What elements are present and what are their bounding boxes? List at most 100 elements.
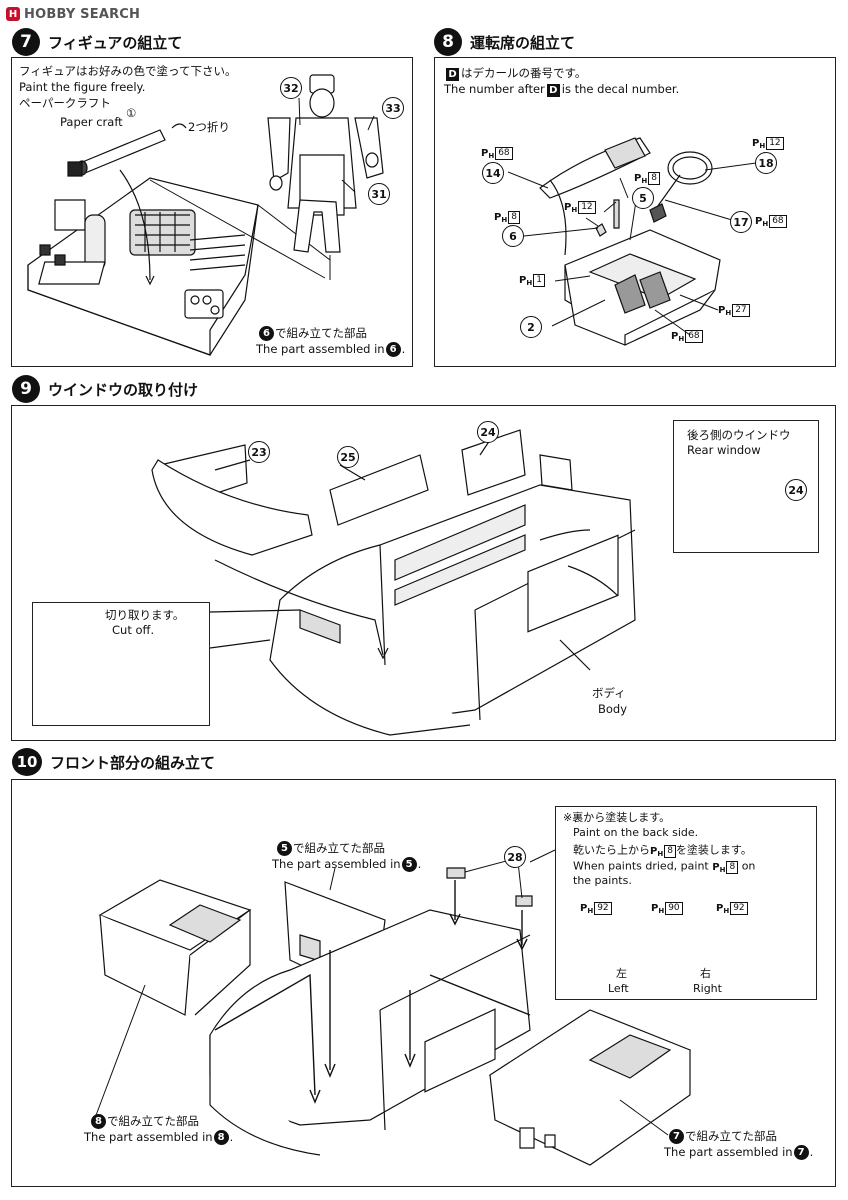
paint-note-4-post: on [741, 859, 756, 873]
rear-window-label-en: Rear window [687, 443, 761, 457]
papercraft-label-jp: ペーパークラフト [19, 96, 111, 110]
step10-title: フロント部分の組み立て [50, 753, 216, 772]
cutoff-inset [32, 602, 210, 726]
left-label-jp: 左 [616, 967, 627, 980]
step10-asm5-en: The part assembled in [272, 857, 401, 871]
part-14-callout: 14 [482, 162, 504, 184]
rear-window-part-callout: 24 [785, 479, 807, 501]
papercraft-num: ① [126, 106, 137, 120]
step9-number: 9 [12, 375, 40, 403]
paint-note-4-pre: When paints dried, paint [573, 859, 709, 873]
step7-note-jp: フィギュアはお好みの色で塗って下さい。 [19, 64, 237, 78]
step10-header: 10 フロント部分の組み立て [12, 748, 215, 776]
step10-number: 10 [12, 748, 42, 776]
body-label-en: Body [598, 702, 628, 716]
right-label-jp: 右 [700, 967, 711, 980]
part-32-callout: 32 [280, 77, 302, 99]
hobbysearch-logo: H HOBBY SEARCH [6, 5, 140, 23]
paint-note-3-pre: 乾いたら上から [573, 843, 650, 857]
decal-note-en-pre: The number after [444, 82, 545, 96]
logo-text: HOBBY SEARCH [24, 6, 141, 22]
right-label-en: Right [693, 982, 722, 995]
step10-asm7-jp: で組み立てた部品 [685, 1129, 777, 1143]
part-18-callout: 18 [755, 152, 777, 174]
assembled-step8-icon: 8 [91, 1114, 106, 1129]
assembled-step7-icon: 7 [669, 1129, 684, 1144]
step9-title: ウインドウの取り付け [48, 380, 199, 399]
decal-note-en-post: is the decal number. [561, 82, 680, 96]
paint-note-box [555, 806, 817, 1000]
assembled-step7-icon-en: 7 [793, 1145, 809, 1160]
step8-header: 8 運転席の組立て [434, 28, 575, 56]
part-31-callout: 31 [368, 183, 390, 205]
step7-title: フィギュアの組立て [48, 33, 183, 52]
part-5-callout: 5 [632, 187, 654, 209]
fold-label: 2つ折り [188, 120, 230, 134]
decal-key-icon-en: D [546, 84, 560, 97]
assembled-step6-icon-en: 6 [385, 342, 401, 357]
decal-note-jp: はデカールの番号です。 [461, 66, 587, 80]
cutoff-label-en: Cut off. [112, 623, 155, 637]
cutoff-label-jp: 切り取ります。 [105, 608, 185, 622]
part-6-callout: 6 [502, 225, 524, 247]
part-17-callout: 17 [730, 211, 752, 233]
papercraft-label-en: Paper craft [60, 115, 123, 129]
part-25-callout: 25 [337, 446, 359, 468]
left-label-en: Left [608, 982, 629, 995]
decal-key-icon: D [446, 68, 459, 81]
step7-assembled-jp: で組み立てた部品 [275, 326, 367, 340]
step9-header: 9 ウインドウの取り付け [12, 375, 198, 403]
assembled-step5-icon: 5 [277, 841, 292, 856]
step10-asm8-en: The part assembled in [84, 1130, 213, 1144]
step7-assembled-en: The part assembled in [256, 342, 385, 356]
step8-number: 8 [434, 28, 462, 56]
assembled-step6-icon: 6 [259, 326, 274, 341]
paint-note-5: the paints. [573, 874, 632, 887]
step10-asm8-jp: で組み立てた部品 [107, 1114, 199, 1128]
paint-note-1: ※裏から塗装します。 [563, 811, 671, 824]
rear-window-label-jp: 後ろ側のウインドウ [687, 428, 791, 442]
assembled-step8-icon-en: 8 [213, 1130, 229, 1145]
paint-note-3-post: を塗装します。 [675, 843, 752, 857]
step7-note-en: Paint the figure freely. [19, 80, 146, 94]
body-label-jp: ボディ [592, 686, 626, 700]
logo-mark: H [6, 7, 20, 21]
part-24-callout: 24 [477, 421, 499, 443]
part-33-callout: 33 [382, 97, 404, 119]
part-28-callout: 28 [504, 846, 526, 868]
step10-asm5-jp: で組み立てた部品 [293, 841, 385, 855]
assembled-step5-icon-en: 5 [401, 857, 417, 872]
part-2-callout: 2 [520, 316, 542, 338]
step10-asm7-en: The part assembled in [664, 1145, 793, 1159]
paint-note-2: Paint on the back side. [573, 826, 699, 839]
step8-title: 運転席の組立て [470, 33, 576, 52]
part-23-callout: 23 [248, 441, 270, 463]
step7-header: 7 フィギュアの組立て [12, 28, 182, 56]
step7-number: 7 [12, 28, 40, 56]
